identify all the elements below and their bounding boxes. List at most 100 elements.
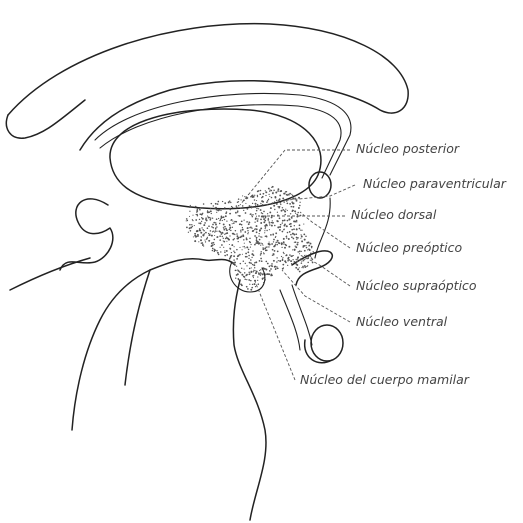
stipple-dot: [216, 209, 217, 210]
stipple-dot: [272, 255, 273, 256]
stipple-dot: [235, 278, 236, 279]
stipple-dot: [256, 210, 258, 212]
stipple-dot: [256, 237, 258, 239]
stipple-dot: [257, 196, 258, 197]
stipple-dot: [259, 239, 261, 241]
stipple-dot: [250, 289, 252, 291]
stipple-dot: [201, 227, 202, 228]
stipple-dot: [258, 208, 259, 209]
stipple-dot: [213, 205, 214, 206]
stipple-dot: [257, 218, 258, 219]
stipple-dot: [239, 247, 240, 248]
stipple-dot: [226, 229, 228, 231]
stipple-dot: [226, 250, 228, 252]
stipple-dot: [242, 195, 243, 196]
stipple-dot: [276, 203, 278, 205]
stipple-dot: [291, 206, 293, 208]
stipple-dot: [223, 223, 225, 225]
stipple-dot: [251, 228, 252, 229]
stipple-dot: [262, 196, 264, 198]
stipple-dot: [264, 230, 265, 231]
stipple-dot: [297, 242, 299, 244]
stipple-dot: [251, 206, 252, 207]
stipple-dot: [282, 231, 284, 233]
stipple-dot: [293, 234, 295, 236]
stipple-dot: [249, 284, 250, 285]
stipple-dot: [227, 238, 229, 240]
stipple-dot: [213, 222, 215, 224]
stipple-dot: [305, 235, 307, 237]
stipple-dot: [287, 232, 289, 234]
stipple-dot: [299, 224, 301, 226]
stipple-dot: [207, 216, 208, 217]
stipple-dot: [300, 230, 301, 231]
stipple-dot: [201, 236, 202, 237]
stipple-dot: [208, 240, 210, 242]
stipple-dot: [189, 211, 190, 212]
label-supraoptico: Núcleo supraóptico: [356, 280, 477, 293]
stipple-dot: [224, 226, 226, 228]
stipple-dot: [283, 267, 284, 268]
stipple-dot: [189, 227, 191, 229]
stipple-dot: [238, 215, 239, 216]
stipple-dot: [254, 229, 255, 230]
stipple-dot: [263, 211, 265, 213]
stipple-dot: [251, 287, 253, 289]
stipple-dot: [196, 214, 198, 216]
stipple-dot: [249, 227, 250, 228]
stipple-dot: [280, 190, 282, 192]
stipple-dot: [274, 225, 276, 227]
stipple-dot: [204, 222, 206, 224]
stipple-dot: [196, 231, 198, 233]
stipple-dot: [224, 252, 226, 254]
stipple-dot: [265, 246, 266, 247]
stipple-dot: [203, 203, 205, 205]
stipple-dot: [276, 261, 278, 263]
stipple-dot: [283, 201, 284, 202]
stipple-dot: [255, 286, 256, 287]
stipple-dot: [246, 286, 248, 288]
stipple-dot: [220, 210, 221, 211]
stipple-dot: [243, 235, 245, 237]
stipple-dot: [253, 264, 255, 266]
stipple-dot: [243, 276, 245, 278]
stipple-dot: [265, 217, 267, 219]
stipple-dot: [214, 239, 216, 241]
stipple-dot: [275, 237, 276, 238]
stipple-dot: [265, 191, 267, 193]
stipple-dot: [225, 228, 227, 230]
stipple-dot: [207, 237, 208, 238]
stipple-dot: [214, 208, 215, 209]
stipple-dot: [220, 251, 221, 252]
stipple-dot: [260, 222, 262, 224]
stipple-dot: [248, 221, 249, 222]
stipple-dot: [276, 220, 278, 222]
stipple-dot: [282, 222, 283, 223]
stipple-dot: [287, 260, 289, 262]
stipple-dot: [213, 231, 214, 232]
stipple-dot: [262, 248, 264, 250]
stipple-dot: [310, 252, 312, 254]
stipple-dot: [245, 263, 246, 264]
stipple-dot: [236, 249, 238, 251]
stipple-dot: [297, 212, 299, 214]
stipple-dot: [231, 252, 232, 253]
stipple-dot: [243, 239, 244, 240]
stipple-dot: [273, 241, 274, 242]
stipple-dot: [262, 278, 264, 280]
stipple-dot: [217, 210, 219, 212]
stipple-dot: [295, 246, 297, 248]
stipple-dot: [247, 208, 249, 210]
stipple-dot: [223, 238, 224, 239]
stipple-dot: [268, 199, 269, 200]
stipple-dot: [229, 224, 231, 226]
stipple-dot: [202, 242, 203, 243]
stipple-dot: [229, 213, 231, 215]
stipple-dot: [218, 218, 219, 219]
stipple-dot: [305, 245, 306, 246]
stipple-dot: [266, 201, 268, 203]
stipple-dot: [222, 232, 224, 234]
stipple-dot: [283, 193, 285, 195]
stipple-dot: [279, 194, 281, 196]
